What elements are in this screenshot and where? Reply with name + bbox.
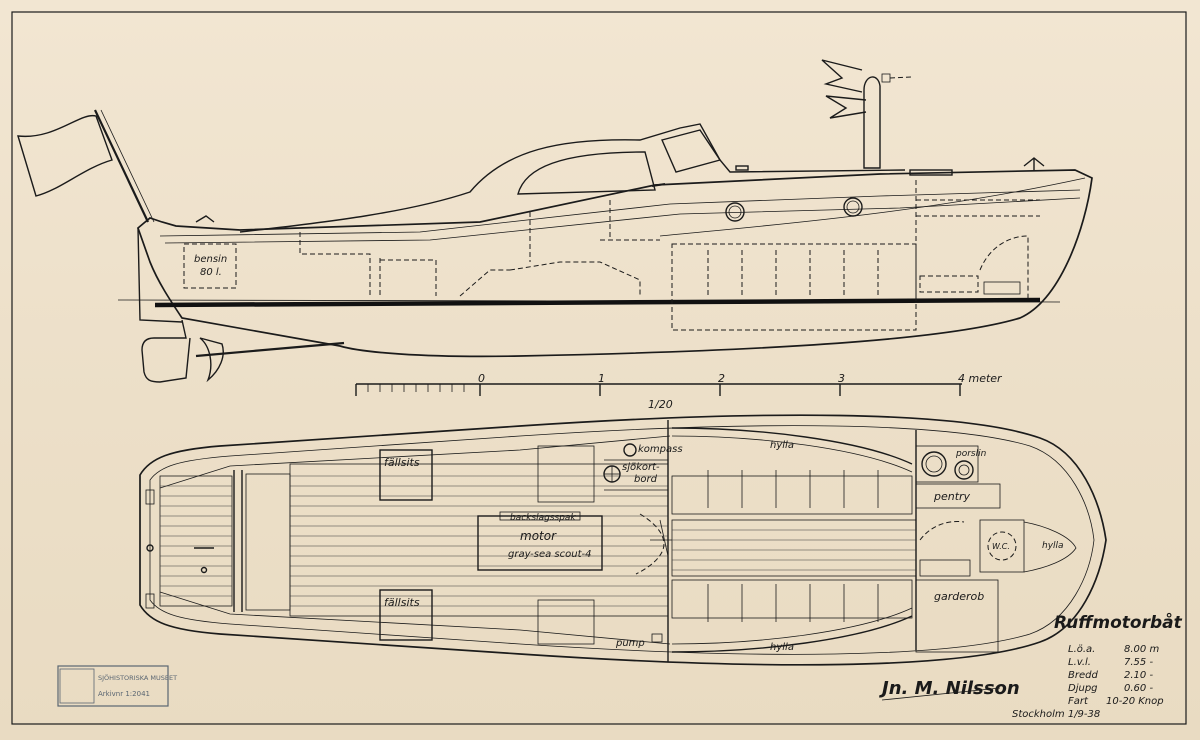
chart-table-label-2: bord <box>634 474 658 485</box>
engine-model-label: gray-sea scout-4 <box>508 549 591 560</box>
engine-box <box>477 515 603 571</box>
scale-tick-0: 0 <box>478 372 485 385</box>
reverse-lever-label: backslagsspak <box>510 513 576 523</box>
folding-seat-lower <box>379 589 433 641</box>
stove-burner-2 <box>954 460 974 480</box>
pantry-label: pentry <box>933 490 971 503</box>
archive-stamp: SJÖHISTORISKA MUSEET Arkivnr 1:2041 <box>57 665 177 707</box>
spec-value-5: 10-20 Knop <box>1106 696 1164 707</box>
stamp-line-1: SJÖHISTORISKA MUSEET <box>98 673 177 682</box>
spec-label-2: L.v.l. <box>1068 657 1091 668</box>
porthole-2 <box>843 197 863 217</box>
drawing-border <box>11 11 1187 725</box>
side-profile: bensin 80 l. <box>17 59 1093 383</box>
spec-value-3: 2.10 - <box>1124 670 1153 681</box>
shelf-upper <box>671 427 913 465</box>
place-date: Stockholm 1/9-38 <box>1012 709 1100 720</box>
stove-label: porslin <box>955 449 987 459</box>
stove-burner-1 <box>921 451 947 477</box>
folding-seat-upper <box>379 449 433 501</box>
seat-upper-label: fällsits <box>384 456 420 469</box>
scale-tick-1: 1 <box>598 372 605 385</box>
porthole-1 <box>725 202 745 222</box>
spec-value-2: 7.55 - <box>1124 657 1153 668</box>
bow-shelf-label: hylla <box>1042 541 1064 551</box>
stamp-line-2: Arkivnr 1:2041 <box>98 690 150 698</box>
hull-profile <box>137 169 1093 358</box>
title-block: Ruffmotorbåt L.ö.a. 8.00 m L.v.l. 7.55 -… <box>879 612 1183 720</box>
deck-plan: fällsits fällsits backslagsspak motor gr… <box>139 414 1107 666</box>
seat-lower-label: fällsits <box>384 596 420 609</box>
spec-label-5: Fart <box>1068 696 1089 707</box>
wc-compartment <box>979 519 1025 573</box>
scale-bar: 0 1 2 3 4 meter 1/20 <box>355 372 1003 411</box>
pump-label: pump <box>615 638 645 649</box>
shelf-lower <box>671 615 913 653</box>
hull-plan <box>139 414 1107 666</box>
stern-deck <box>145 470 243 612</box>
spec-value-1: 8.00 m <box>1124 644 1159 655</box>
compass-label: kompass <box>638 444 683 455</box>
scale-tick-4: 4 meter <box>958 372 1003 385</box>
signature: Jn. M. Nilsson <box>879 678 1020 699</box>
wc-label: W.C. <box>992 542 1010 551</box>
spec-label-1: L.ö.a. <box>1068 644 1095 655</box>
fuel-tank-label: bensin <box>194 254 227 265</box>
stern-flag <box>17 109 155 223</box>
chart-table-label-1: sjökort- <box>622 462 660 473</box>
shelf-lower-label: hylla <box>770 642 794 653</box>
shelf-upper-label: hylla <box>770 440 794 451</box>
compass <box>623 443 637 457</box>
scale-tick-3: 3 <box>838 372 845 385</box>
wardrobe-label: garderob <box>934 590 984 603</box>
mast <box>821 59 913 169</box>
spec-label-4: Djupg <box>1068 683 1098 694</box>
spec-label-3: Bredd <box>1068 670 1098 681</box>
drawing-title: Ruffmotorbåt <box>1054 612 1183 633</box>
scale-tick-2: 2 <box>718 372 725 385</box>
spec-value-4: 0.60 - <box>1124 683 1153 694</box>
scale-ratio: 1/20 <box>648 398 673 411</box>
fuel-volume-label: 80 l. <box>200 267 222 278</box>
engine-label: motor <box>520 529 557 543</box>
cabin-roof <box>239 123 906 233</box>
